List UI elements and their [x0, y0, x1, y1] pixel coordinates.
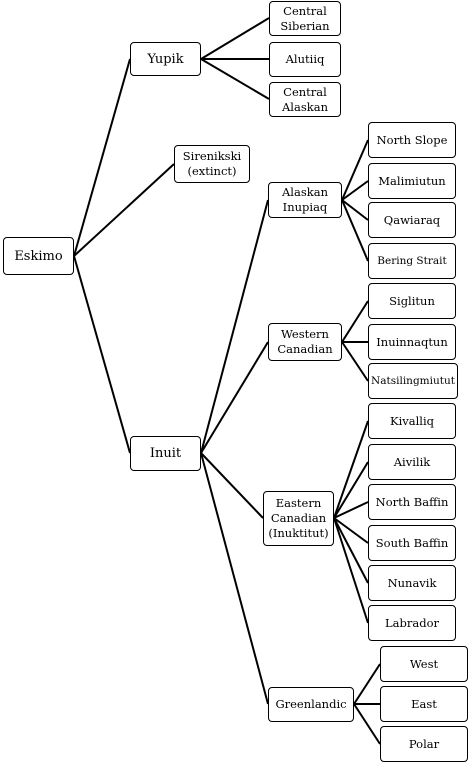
node-inuinnaqtun: Inuinnaqtun	[368, 324, 456, 360]
node-yupik: Yupik	[130, 42, 201, 76]
node-labrador: Labrador	[368, 605, 456, 641]
edge-alaskan-north-slope	[341, 139, 369, 201]
node-north-slope: North Slope	[368, 122, 456, 158]
edge-eastern-north-baffin	[333, 501, 369, 519]
edge-western-natsilingmiutut	[341, 341, 369, 382]
node-alutiiq: Alutiiq	[269, 42, 341, 77]
edge-eastern-aivilik	[333, 461, 369, 519]
node-polar: Polar	[380, 726, 468, 762]
edge-eskimo-yupik	[73, 58, 131, 257]
node-alaskan-inupiaq: Alaskan Inupiaq	[268, 182, 342, 218]
node-qawiaraq: Qawiaraq	[368, 202, 456, 238]
edge-eastern-south-baffin	[333, 517, 369, 544]
edge-alaskan-bering-strait	[341, 199, 369, 262]
edge-eastern-nunavik	[333, 517, 369, 584]
node-north-baffin: North Baffin	[368, 484, 456, 520]
node-aivilik: Aivilik	[368, 444, 456, 480]
edge-alaskan-qawiaraq	[341, 199, 369, 221]
node-east: East	[380, 686, 468, 722]
edge-western-siglitun	[341, 300, 369, 343]
edge-alaskan-malimiutun	[341, 180, 369, 201]
edge-eskimo-inuit	[73, 255, 131, 454]
node-nunavik: Nunavik	[368, 565, 456, 601]
node-kivalliq: Kivalliq	[368, 403, 456, 439]
node-siglitun: Siglitun	[368, 283, 456, 319]
edge-eastern-kivalliq	[333, 420, 369, 519]
node-eastern-canadian: Eastern Canadian (Inuktitut)	[263, 491, 334, 546]
node-sirenikski: Sirenikski (extinct)	[174, 145, 250, 183]
node-central-alaskan: Central Alaskan	[269, 82, 341, 117]
edge-inuit-greenlandic	[200, 452, 269, 705]
node-eskimo: Eskimo	[3, 237, 74, 275]
node-inuit: Inuit	[130, 436, 201, 471]
node-western-canadian: Western Canadian	[268, 323, 342, 361]
node-west: West	[380, 646, 468, 682]
edge-yupik-central-alaskan	[200, 58, 270, 100]
edge-yupik-central-siberian	[200, 17, 270, 60]
node-malimiutun: Malimiutun	[368, 163, 456, 199]
edge-inuit-western	[200, 341, 269, 454]
node-bering-strait: Bering Strait	[368, 243, 456, 279]
node-central-siberian: Central Siberian	[269, 1, 341, 36]
edge-eastern-labrador	[333, 517, 369, 624]
edge-greenlandic-polar	[353, 703, 381, 745]
node-greenlandic: Greenlandic	[268, 687, 354, 722]
node-south-baffin: South Baffin	[368, 525, 456, 561]
edge-inuit-alaskan	[200, 199, 269, 454]
edge-eskimo-sirenikski	[73, 163, 175, 257]
edge-inuit-eastern	[200, 452, 264, 519]
node-natsilingmiutut: Natsilingmiutut	[368, 363, 458, 399]
edge-greenlandic-west	[353, 663, 381, 705]
